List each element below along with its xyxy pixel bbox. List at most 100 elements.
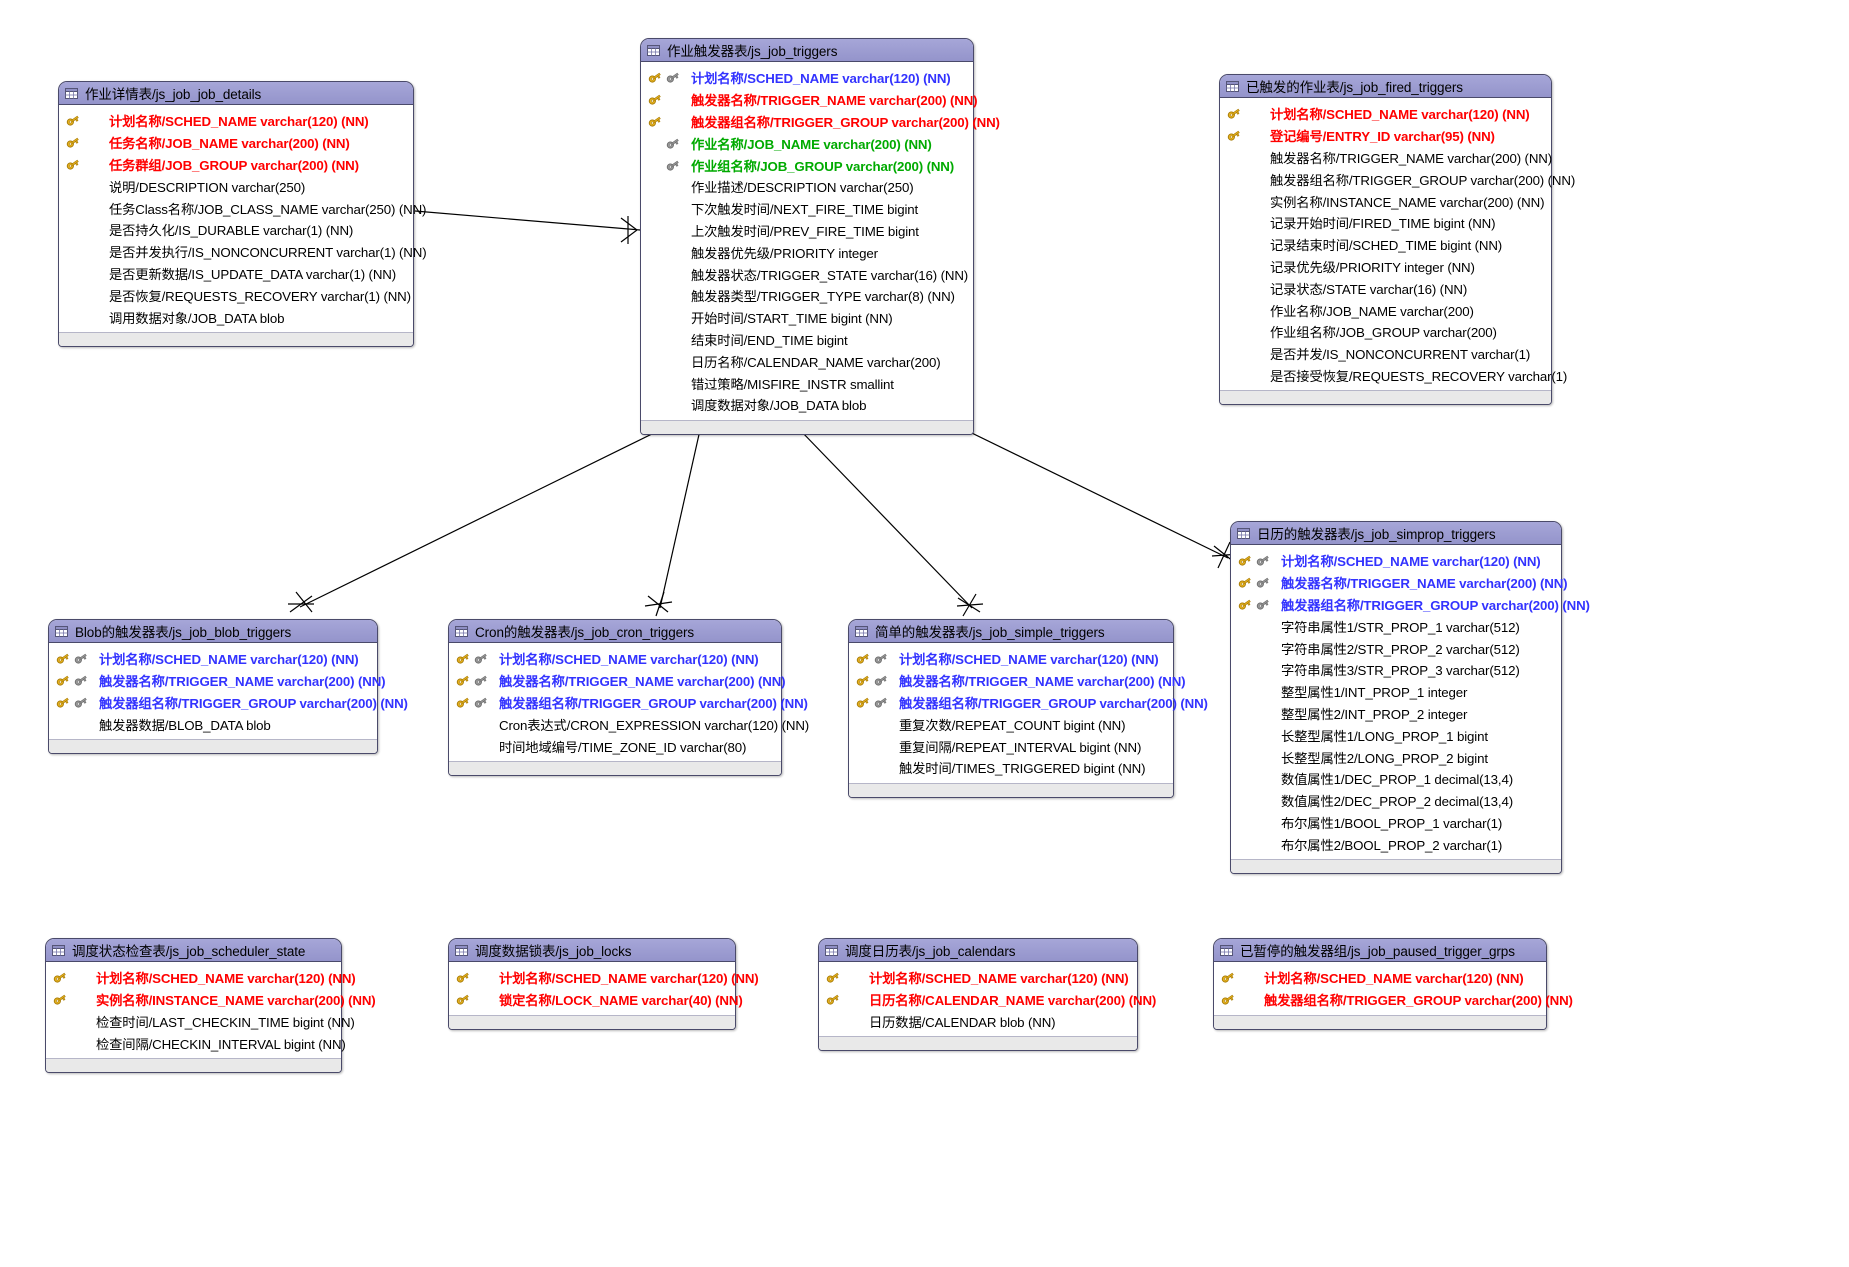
column-row[interactable]: 触发器名称/TRIGGER_NAME varchar(200) (NN) (1231, 572, 1568, 594)
entity-blob_triggers[interactable]: Blob的触发器表/js_job_blob_triggers 计划名称/SCHED… (48, 619, 408, 755)
column-row[interactable]: 记录结束时间/SCHED_TIME bigint (NN) (1220, 234, 1551, 256)
entity-header-cron_triggers[interactable]: Cron的触发器表/js_job_cron_triggers (449, 620, 781, 643)
column-row[interactable]: 触发器名称/TRIGGER_NAME varchar(200) (NN) (49, 670, 386, 692)
column-row[interactable]: 触发器组名称/TRIGGER_GROUP varchar(200) (NN) (1220, 168, 1575, 190)
column-row[interactable]: 触发器名称/TRIGGER_NAME varchar(200) (NN) (641, 89, 978, 111)
column-row[interactable]: 时间地域编号/TIME_ZONE_ID varchar(80) (449, 735, 781, 757)
entity-header-locks[interactable]: 调度数据锁表/js_job_locks (449, 939, 735, 962)
column-row[interactable]: 作业名称/JOB_NAME varchar(200) (1220, 299, 1551, 321)
column-row[interactable]: 锁定名称/LOCK_NAME varchar(40) (NN) (449, 989, 743, 1011)
column-row[interactable]: 日历数据/CALENDAR blob (NN) (819, 1011, 1137, 1033)
column-row[interactable]: 日历名称/CALENDAR_NAME varchar(200) (NN) (819, 989, 1156, 1011)
column-row[interactable]: 布尔属性1/BOOL_PROP_1 varchar(1) (1231, 812, 1561, 834)
column-row[interactable]: 是否恢复/REQUESTS_RECOVERY varchar(1) (NN) (59, 284, 413, 306)
column-row[interactable]: 布尔属性2/BOOL_PROP_2 varchar(1) (1231, 833, 1561, 855)
column-row[interactable]: 任务群组/JOB_GROUP varchar(200) (NN) (59, 154, 413, 176)
entity-scheduler_state[interactable]: 调度状态检查表/js_job_scheduler_state 计划名称/SCHED… (45, 938, 376, 1074)
column-row[interactable]: 计划名称/SCHED_NAME varchar(120) (NN) (46, 967, 356, 989)
column-row[interactable]: 计划名称/SCHED_NAME varchar(120) (NN) (641, 67, 973, 89)
column-row[interactable]: 计划名称/SCHED_NAME varchar(120) (NN) (49, 648, 377, 670)
column-row[interactable]: Cron表达式/CRON_EXPRESSION varchar(120) (NN… (449, 713, 809, 735)
column-row[interactable]: 计划名称/SCHED_NAME varchar(120) (NN) (449, 648, 781, 670)
column-row[interactable]: 重复间隔/REPEAT_INTERVAL bigint (NN) (849, 735, 1173, 757)
column-row[interactable]: 是否持久化/IS_DURABLE varchar(1) (NN) (59, 219, 413, 241)
column-row[interactable]: 计划名称/SCHED_NAME varchar(120) (NN) (819, 967, 1137, 989)
column-row[interactable]: 调用数据对象/JOB_DATA blob (59, 306, 413, 328)
entity-header-paused_trigger_grps[interactable]: 已暂停的触发器组/js_job_paused_trigger_grps (1214, 939, 1546, 962)
column-row[interactable]: 字符串属性2/STR_PROP_2 varchar(512) (1231, 637, 1561, 659)
column-row[interactable]: 触发器优先级/PRIORITY integer (641, 241, 973, 263)
entity-header-fired_triggers[interactable]: 已触发的作业表/js_job_fired_triggers (1220, 75, 1551, 98)
column-row[interactable]: 作业描述/DESCRIPTION varchar(250) (641, 176, 973, 198)
entity-simple_triggers[interactable]: 简单的触发器表/js_job_simple_triggers 计划名称/SCHED… (848, 619, 1208, 798)
column-row[interactable]: 触发时间/TIMES_TRIGGERED bigint (NN) (849, 757, 1173, 779)
entity-simprop_triggers[interactable]: 日历的触发器表/js_job_simprop_triggers 计划名称/SCHE… (1230, 521, 1590, 875)
column-row[interactable]: 结束时间/END_TIME bigint (641, 329, 973, 351)
entity-calendars[interactable]: 调度日历表/js_job_calendars 计划名称/SCHED_NAME va… (818, 938, 1156, 1052)
column-row[interactable]: 触发器组名称/TRIGGER_GROUP varchar(200) (NN) (849, 692, 1208, 714)
column-row[interactable]: 长整型属性1/LONG_PROP_1 bigint (1231, 724, 1561, 746)
column-row[interactable]: 下次触发时间/NEXT_FIRE_TIME bigint (641, 198, 973, 220)
column-row[interactable]: 作业组名称/JOB_GROUP varchar(200) (NN) (641, 154, 973, 176)
column-row[interactable]: 字符串属性3/STR_PROP_3 varchar(512) (1231, 659, 1561, 681)
column-row[interactable]: 计划名称/SCHED_NAME varchar(120) (NN) (1220, 103, 1551, 125)
column-row[interactable]: 计划名称/SCHED_NAME varchar(120) (NN) (1231, 550, 1561, 572)
column-row[interactable]: 整型属性2/INT_PROP_2 integer (1231, 703, 1561, 725)
entity-fired_triggers[interactable]: 已触发的作业表/js_job_fired_triggers 计划名称/SCHED_… (1219, 74, 1575, 406)
column-row[interactable]: 日历名称/CALENDAR_NAME varchar(200) (641, 350, 973, 372)
column-row[interactable]: 是否更新数据/IS_UPDATE_DATA varchar(1) (NN) (59, 263, 413, 285)
entity-header-simple_triggers[interactable]: 简单的触发器表/js_job_simple_triggers (849, 620, 1173, 643)
column-row[interactable]: 作业名称/JOB_NAME varchar(200) (NN) (641, 132, 973, 154)
column-row[interactable]: 检查间隔/CHECKIN_INTERVAL bigint (NN) (46, 1032, 346, 1054)
column-row[interactable]: 上次触发时间/PREV_FIRE_TIME bigint (641, 220, 973, 242)
column-row[interactable]: 触发器名称/TRIGGER_NAME varchar(200) (NN) (449, 670, 786, 692)
entity-cron_triggers[interactable]: Cron的触发器表/js_job_cron_triggers 计划名称/SCHED… (448, 619, 809, 776)
column-row[interactable]: 检查时间/LAST_CHECKIN_TIME bigint (NN) (46, 1011, 355, 1033)
column-row[interactable]: 触发器名称/TRIGGER_NAME varchar(200) (NN) (849, 670, 1186, 692)
column-row[interactable]: 是否并发执行/IS_NONCONCURRENT varchar(1) (NN) (59, 241, 427, 263)
column-row[interactable]: 计划名称/SCHED_NAME varchar(120) (NN) (449, 967, 759, 989)
column-row[interactable]: 是否接受恢复/REQUESTS_RECOVERY varchar(1) (1220, 365, 1567, 387)
column-row[interactable]: 重复次数/REPEAT_COUNT bigint (NN) (849, 713, 1173, 735)
column-row[interactable]: 数值属性1/DEC_PROP_1 decimal(13,4) (1231, 768, 1561, 790)
column-row[interactable]: 触发器数据/BLOB_DATA blob (49, 713, 377, 735)
entity-header-job_details[interactable]: 作业详情表/js_job_job_details (59, 82, 413, 105)
column-row[interactable]: 记录状态/STATE varchar(16) (NN) (1220, 277, 1551, 299)
column-row[interactable]: 触发器组名称/TRIGGER_GROUP varchar(200) (NN) (1214, 989, 1573, 1011)
column-row[interactable]: 是否并发/IS_NONCONCURRENT varchar(1) (1220, 343, 1551, 365)
column-row[interactable]: 触发器名称/TRIGGER_NAME varchar(200) (NN) (1220, 147, 1552, 169)
column-row[interactable]: 任务Class名称/JOB_CLASS_NAME varchar(250) (N… (59, 197, 426, 219)
column-row[interactable]: 触发器组名称/TRIGGER_GROUP varchar(200) (NN) (449, 692, 808, 714)
entity-header-scheduler_state[interactable]: 调度状态检查表/js_job_scheduler_state (46, 939, 341, 962)
entity-header-simprop_triggers[interactable]: 日历的触发器表/js_job_simprop_triggers (1231, 522, 1561, 545)
column-row[interactable]: 任务名称/JOB_NAME varchar(200) (NN) (59, 132, 413, 154)
column-row[interactable]: 触发器类型/TRIGGER_TYPE varchar(8) (NN) (641, 285, 973, 307)
column-row[interactable]: 调度数据对象/JOB_DATA blob (641, 394, 973, 416)
column-row[interactable]: 触发器组名称/TRIGGER_GROUP varchar(200) (NN) (49, 692, 408, 714)
column-row[interactable]: 记录开始时间/FIRED_TIME bigint (NN) (1220, 212, 1551, 234)
entity-header-calendars[interactable]: 调度日历表/js_job_calendars (819, 939, 1137, 962)
entity-job_details[interactable]: 作业详情表/js_job_job_details 计划名称/SCHED_NAME … (58, 81, 427, 347)
column-row[interactable]: 计划名称/SCHED_NAME varchar(120) (NN) (1214, 967, 1546, 989)
column-row[interactable]: 实例名称/INSTANCE_NAME varchar(200) (NN) (1220, 190, 1551, 212)
entity-paused_trigger_grps[interactable]: 已暂停的触发器组/js_job_paused_trigger_grps 计划名称/… (1213, 938, 1573, 1030)
column-row[interactable]: 错过策略/MISFIRE_INSTR smallint (641, 372, 973, 394)
column-row[interactable]: 作业组名称/JOB_GROUP varchar(200) (1220, 321, 1551, 343)
column-row[interactable]: 触发器组名称/TRIGGER_GROUP varchar(200) (NN) (1231, 594, 1590, 616)
column-row[interactable]: 字符串属性1/STR_PROP_1 varchar(512) (1231, 615, 1561, 637)
column-row[interactable]: 触发器状态/TRIGGER_STATE varchar(16) (NN) (641, 263, 973, 285)
column-row[interactable]: 触发器组名称/TRIGGER_GROUP varchar(200) (NN) (641, 111, 1000, 133)
column-row[interactable]: 计划名称/SCHED_NAME varchar(120) (NN) (849, 648, 1173, 670)
column-row[interactable]: 说明/DESCRIPTION varchar(250) (59, 175, 413, 197)
entity-job_triggers[interactable]: 作业触发器表/js_job_triggers 计划名称/SCHED_NAME va… (640, 38, 1000, 435)
column-row[interactable]: 登记编号/ENTRY_ID varchar(95) (NN) (1220, 125, 1551, 147)
entity-locks[interactable]: 调度数据锁表/js_job_locks 计划名称/SCHED_NAME varch… (448, 938, 759, 1030)
entity-header-blob_triggers[interactable]: Blob的触发器表/js_job_blob_triggers (49, 620, 377, 643)
column-row[interactable]: 数值属性2/DEC_PROP_2 decimal(13,4) (1231, 790, 1561, 812)
entity-header-job_triggers[interactable]: 作业触发器表/js_job_triggers (641, 39, 973, 62)
column-row[interactable]: 整型属性1/INT_PROP_1 integer (1231, 681, 1561, 703)
column-row[interactable]: 记录优先级/PRIORITY integer (NN) (1220, 256, 1551, 278)
column-row[interactable]: 长整型属性2/LONG_PROP_2 bigint (1231, 746, 1561, 768)
column-row[interactable]: 计划名称/SCHED_NAME varchar(120) (NN) (59, 110, 413, 132)
column-row[interactable]: 实例名称/INSTANCE_NAME varchar(200) (NN) (46, 989, 376, 1011)
